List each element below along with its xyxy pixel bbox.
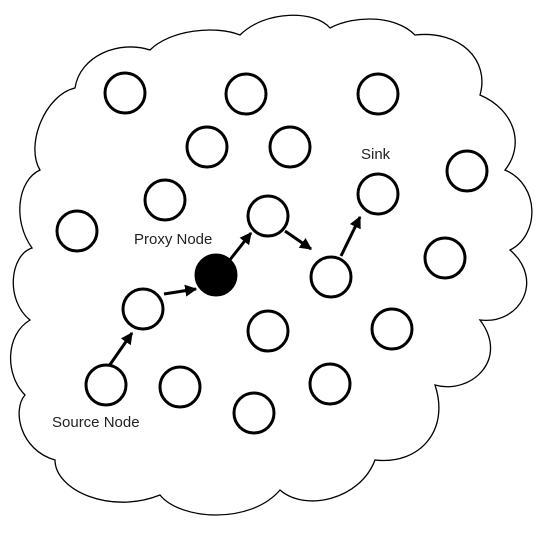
sink-node [356, 172, 400, 216]
sensor-node [185, 125, 229, 169]
network-cloud-outline [9, 14, 533, 516]
sink-label: Sink [361, 146, 391, 163]
proxy-node-label: Proxy Node [134, 231, 212, 248]
source-node-label: Source Node [52, 414, 140, 431]
sensor-node [232, 391, 276, 435]
routing-path [107, 215, 362, 367]
sensor-node [55, 209, 99, 253]
sensor-node [224, 72, 268, 116]
proxy-node [194, 253, 238, 297]
sensor-node [103, 71, 147, 115]
sensor-node [143, 178, 187, 222]
sensor-node [308, 362, 352, 406]
path-arrow-3 [227, 232, 253, 262]
path-arrow-2 [163, 284, 198, 297]
network-nodes [55, 71, 489, 435]
path-arrow-5 [339, 215, 362, 257]
relay-node [246, 194, 290, 238]
relay-node [309, 255, 353, 299]
path-arrow-1 [107, 332, 134, 367]
sensor-node [268, 125, 312, 169]
sensor-node [445, 149, 489, 193]
sensor-node [370, 307, 414, 351]
sensor-node [158, 365, 202, 409]
source-node [84, 363, 128, 407]
sensor-node [246, 309, 290, 353]
sensor-node [356, 72, 400, 116]
path-arrow-4 [284, 229, 312, 251]
relay-node [121, 287, 165, 331]
sensor-node [423, 236, 467, 280]
